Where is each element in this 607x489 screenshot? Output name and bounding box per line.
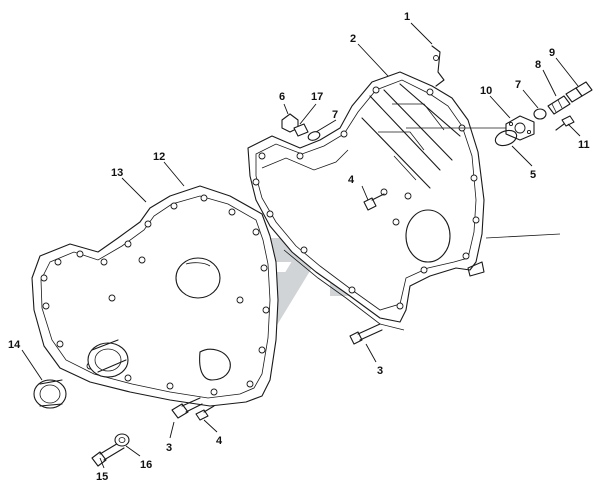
housing-bolts (349, 193, 385, 345)
plug-fitting (281, 113, 321, 141)
callout-3-cover: 3 (166, 442, 172, 454)
callout-10: 10 (480, 85, 492, 97)
callout-4-housing: 4 (348, 174, 355, 186)
callout-8: 8 (535, 59, 541, 71)
callout-7-right: 7 (515, 79, 521, 91)
cover-bolts (171, 397, 215, 421)
front-timing-cover (31, 185, 279, 407)
front-oil-seal (33, 379, 67, 409)
callout-15: 15 (96, 471, 108, 483)
callout-13: 13 (111, 167, 123, 179)
crank-bolt-washer (91, 433, 130, 467)
callout-17: 17 (311, 91, 323, 103)
callout-16: 16 (140, 459, 152, 471)
gear-housing (247, 45, 485, 323)
o-ring-right (533, 108, 547, 120)
callout-7-left: 7 (332, 109, 338, 121)
callout-1: 1 (404, 11, 410, 23)
alignment-lines (406, 127, 561, 239)
sensor-connector (575, 81, 593, 97)
callout-3-housing: 3 (377, 365, 383, 377)
callout-11: 11 (578, 139, 590, 151)
callout-6: 6 (279, 91, 285, 103)
callout-2: 2 (350, 33, 356, 45)
callout-9: 9 (549, 47, 555, 59)
cover-plate (494, 115, 535, 147)
callout-12: 12 (153, 151, 165, 163)
cover-screw (555, 115, 575, 131)
callout-5: 5 (530, 169, 536, 181)
crank-seal-bore (87, 339, 129, 378)
housing-gasket (261, 149, 405, 331)
callout-14: 14 (8, 339, 21, 351)
callout-4-cover: 4 (216, 435, 223, 447)
callout-labels: 1 2 3 3 4 4 5 6 7 7 8 9 10 11 12 13 14 1… (8, 11, 590, 483)
leader-lines (21, 22, 581, 469)
speed-sensor (547, 87, 583, 115)
